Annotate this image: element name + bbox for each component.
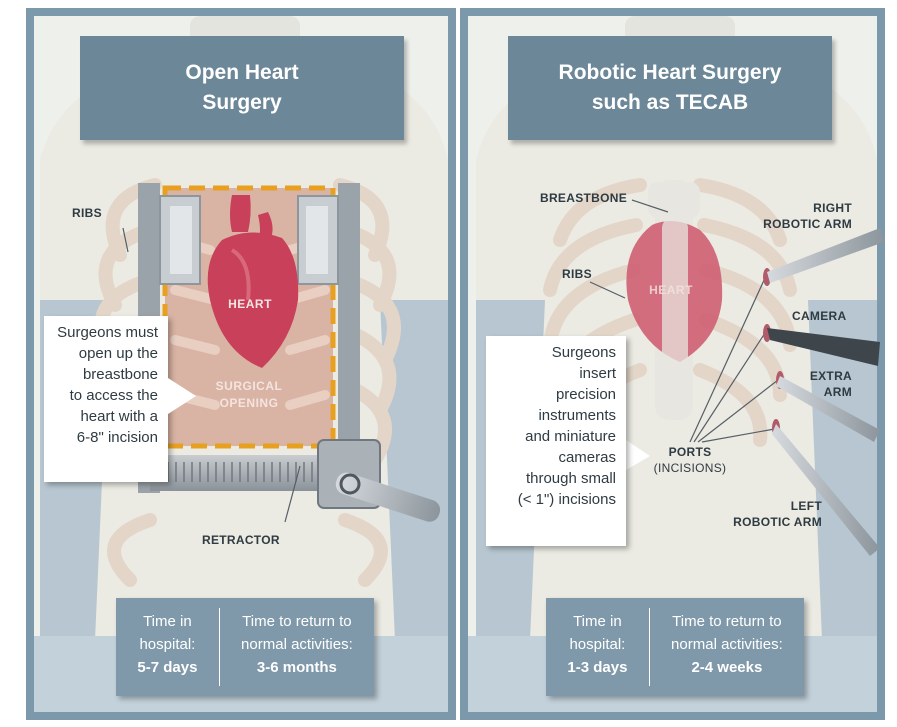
ports-line2: (INCISIONS) — [654, 461, 727, 475]
callout-line: to access the — [54, 385, 158, 406]
callout-line: Surgeons — [496, 342, 616, 363]
stat-label: normal activities: — [241, 636, 353, 653]
ribs-label-right: RIBS — [562, 266, 592, 282]
robotic-title: Robotic Heart Surgery such as TECAB — [508, 36, 832, 140]
heart-label-right: HEART — [640, 282, 702, 299]
stat-label: Time to return to — [242, 613, 351, 630]
extra-arm-label: EXTRA ARM — [790, 368, 852, 400]
ports-label: PORTS (INCISIONS) — [640, 444, 740, 476]
retractor-label: RETRACTOR — [202, 532, 280, 548]
stat-value: 3-6 months — [220, 656, 374, 679]
stat-label: normal activities: — [671, 636, 783, 653]
callout-line: Surgeons must — [54, 322, 158, 343]
ribs-label-left: RIBS — [72, 205, 102, 221]
left-arm-line2: ROBOTIC ARM — [733, 515, 822, 529]
right-arm-line2: ROBOTIC ARM — [763, 217, 852, 231]
stat-label: hospital: — [139, 636, 195, 653]
robotic-stats: Time in hospital: 1-3 days Time to retur… — [546, 598, 804, 696]
right-arm-line1: RIGHT — [813, 201, 852, 215]
callout-line: instruments — [496, 405, 616, 426]
open-heart-title-line2: Surgery — [80, 88, 404, 118]
callout-line: 6-8" incision — [54, 427, 158, 448]
surgical-opening-line2: OPENING — [220, 396, 279, 410]
breastbone-label: BREASTBONE — [540, 190, 627, 206]
open-heart-stats: Time in hospital: 5-7 days Time to retur… — [116, 598, 374, 696]
open-heart-callout: Surgeons must open up the breastbone to … — [44, 316, 168, 482]
callout-line: open up the — [54, 343, 158, 364]
extra-arm-line2: ARM — [824, 385, 852, 399]
camera-label: CAMERA — [792, 308, 846, 324]
robotic-title-line2: such as TECAB — [508, 88, 832, 118]
stat-label: Time in — [573, 613, 622, 630]
callout-line: and miniature — [496, 426, 616, 447]
robotic-callout: Surgeons insert precision instruments an… — [486, 336, 626, 546]
robotic-title-line1: Robotic Heart Surgery — [508, 58, 832, 88]
stat-value: 2-4 weeks — [650, 656, 804, 679]
callout-line: insert — [496, 363, 616, 384]
left-arm-line1: LEFT — [791, 499, 822, 513]
left-robotic-arm-label: LEFT ROBOTIC ARM — [722, 498, 822, 530]
hospital-stay-stat: Time in hospital: 5-7 days — [116, 598, 219, 696]
stat-label: Time in — [143, 613, 192, 630]
open-heart-title-line1: Open Heart — [80, 58, 404, 88]
heart-label-left: HEART — [210, 296, 290, 313]
recovery-time-stat: Time to return to normal activities: 2-4… — [650, 598, 804, 696]
callout-line: cameras — [496, 447, 616, 468]
callout-line: through small — [496, 468, 616, 489]
surgical-opening-label: SURGICAL OPENING — [198, 378, 300, 412]
ports-line1: PORTS — [669, 445, 712, 459]
open-heart-title: Open Heart Surgery — [80, 36, 404, 140]
callout-line: heart with a — [54, 406, 158, 427]
right-robotic-arm-label: RIGHT ROBOTIC ARM — [752, 200, 852, 232]
stat-label: hospital: — [569, 636, 625, 653]
callout-line: (< 1") incisions — [496, 489, 616, 510]
recovery-time-stat: Time to return to normal activities: 3-6… — [220, 598, 374, 696]
stat-label: Time to return to — [672, 613, 781, 630]
extra-arm-line1: EXTRA — [810, 369, 852, 383]
hospital-stay-stat: Time in hospital: 1-3 days — [546, 598, 649, 696]
callout-line: precision — [496, 384, 616, 405]
stat-value: 1-3 days — [546, 656, 649, 679]
stat-value: 5-7 days — [116, 656, 219, 679]
callout-line: breastbone — [54, 364, 158, 385]
surgical-opening-line1: SURGICAL — [216, 379, 283, 393]
